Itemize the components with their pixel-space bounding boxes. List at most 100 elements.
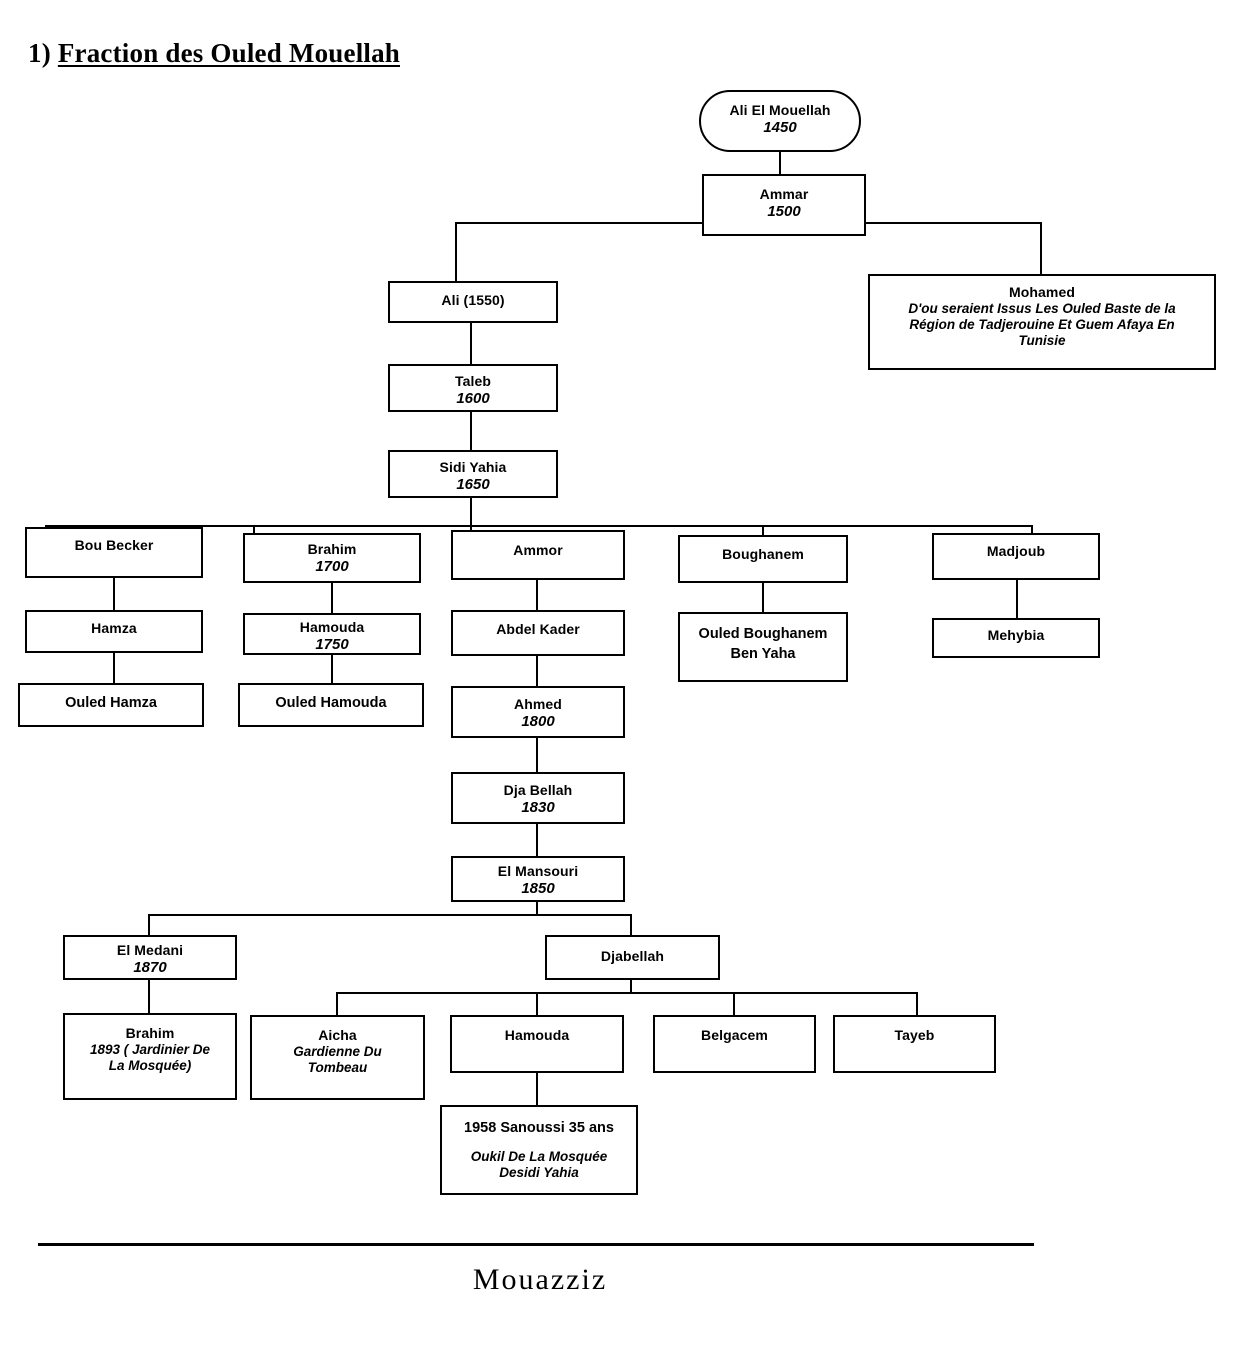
node-year: 1600: [456, 389, 490, 407]
node-line1: 1958 Sanoussi 35 ans: [464, 1120, 614, 1136]
node-sidi-yahia[interactable]: Sidi Yahia 1650: [388, 450, 558, 498]
node-mehybia[interactable]: Mehybia: [932, 618, 1100, 658]
node-name: Dja Bellah: [503, 782, 573, 798]
footer-label: Mouazziz: [472, 1263, 608, 1296]
node-ali-1550[interactable]: Ali (1550): [388, 281, 558, 323]
node-hamza[interactable]: Hamza: [25, 610, 203, 653]
node-name: Ali (1550): [441, 292, 505, 308]
footer-divider: [38, 1243, 1034, 1246]
connector-hamouda-to-sanoussi: [536, 1073, 538, 1105]
connector-ali-to-taleb: [470, 320, 472, 364]
node-abdel-kader[interactable]: Abdel Kader: [451, 610, 625, 656]
node-name: Ouled Hamouda: [275, 695, 387, 711]
connector-taleb-to-sidiyahia: [470, 412, 472, 450]
node-name: Hamza: [91, 620, 137, 636]
node-note-line1: 1893 ( Jardinier De: [89, 1041, 211, 1057]
connector-djabellah-to-elmansouri: [536, 824, 538, 856]
node-name: Brahim: [307, 541, 357, 557]
node-name: Sidi Yahia: [439, 459, 507, 475]
node-mohamed[interactable]: Mohamed D'ou seraient Issus Les Ouled Ba…: [868, 274, 1216, 370]
connector-bus-to-brahim1700: [253, 525, 255, 539]
node-year: 1830: [521, 798, 555, 816]
node-year: 1870: [133, 958, 167, 976]
node-el-mansouri[interactable]: El Mansouri 1850: [451, 856, 625, 902]
node-year: 1850: [521, 879, 555, 897]
node-djabellah[interactable]: Djabellah: [545, 935, 720, 980]
page-title-text: Fraction des Ouled Mouellah: [57, 38, 401, 68]
connector-sidiyahia-stem: [470, 498, 472, 527]
connector-bus-to-madjoub: [1031, 525, 1033, 539]
connector-djabellah2-stem: [630, 980, 632, 994]
connector-bus-to-tayeb: [916, 992, 918, 1015]
connector-bus-to-hamouda: [536, 992, 538, 1015]
node-name-line2: Ben Yaha: [730, 645, 796, 662]
node-dja-bellah[interactable]: Dja Bellah 1830: [451, 772, 625, 824]
node-ammor[interactable]: Ammor: [451, 530, 625, 580]
node-name: Ammar: [759, 186, 809, 202]
node-name: Ahmed: [514, 696, 562, 712]
node-brahim-1700[interactable]: Brahim 1700: [243, 533, 421, 583]
connector-djabellah2-bus: [336, 992, 918, 994]
connector-brahim1700-to-hamouda1750: [331, 583, 333, 613]
connector-elmansouri-bus: [148, 914, 632, 916]
node-line2: Oukil De La Mosquée: [470, 1148, 608, 1164]
connector-madjoub-to-mehybia: [1016, 580, 1018, 618]
node-name: Brahim: [125, 1025, 175, 1041]
node-ouled-hamza[interactable]: Ouled Hamza: [18, 683, 204, 727]
connector-hamza-to-ouledhamza: [113, 653, 115, 683]
node-ammar[interactable]: Ammar 1500: [702, 174, 866, 236]
node-tayeb[interactable]: Tayeb: [833, 1015, 996, 1073]
node-hamouda-1750[interactable]: Hamouda 1750: [243, 613, 421, 655]
node-line3: Desidi Yahia: [499, 1165, 579, 1181]
connector-bus-to-djabellah2: [630, 914, 632, 935]
node-sanoussi[interactable]: 1958 Sanoussi 35 ans Oukil De La Mosquée…: [440, 1105, 638, 1195]
node-ali-el-mouellah[interactable]: Ali El Mouellah 1450: [699, 90, 861, 152]
connector-ammar-left-v: [455, 222, 457, 282]
node-note-line1: Gardienne Du: [293, 1043, 382, 1059]
node-ouled-boughanem-ben-yaha[interactable]: Ouled Boughanem Ben Yaha: [678, 612, 848, 682]
node-ouled-hamouda[interactable]: Ouled Hamouda: [238, 683, 424, 727]
node-note-line2: La Mosquée): [108, 1057, 192, 1073]
node-aicha[interactable]: Aicha Gardienne Du Tombeau: [250, 1015, 425, 1100]
connector-bus-to-boughanem: [762, 525, 764, 539]
node-ahmed[interactable]: Ahmed 1800: [451, 686, 625, 738]
node-bou-becker[interactable]: Bou Becker: [25, 527, 203, 578]
node-year: 1650: [456, 475, 490, 493]
node-name: Madjoub: [986, 543, 1046, 559]
node-name-line1: Ouled Boughanem: [698, 626, 828, 642]
node-note-line2: Région de Tadjerouine Et Guem Afaya En: [909, 316, 1175, 332]
connector-ahmed-to-djabellah: [536, 738, 538, 772]
page-title: 1) Fraction des Ouled Mouellah: [28, 38, 400, 69]
node-note-line2: Tombeau: [307, 1059, 368, 1075]
connector-ammar-right-v: [1040, 222, 1042, 274]
node-name: El Medani: [116, 942, 184, 958]
node-madjoub[interactable]: Madjoub: [932, 533, 1100, 580]
connector-sidiyahia-bus: [45, 525, 1033, 527]
node-taleb[interactable]: Taleb 1600: [388, 364, 558, 412]
node-name: Aicha: [318, 1027, 357, 1043]
connector-ammor-to-abdelkader: [536, 580, 538, 610]
connector-boubecker-to-hamza: [113, 578, 115, 610]
node-el-medani[interactable]: El Medani 1870: [63, 935, 237, 980]
connector-bus-to-aicha: [336, 992, 338, 1015]
connector-root-to-ammar: [779, 152, 781, 174]
node-year: 1800: [521, 712, 555, 730]
node-boughanem[interactable]: Boughanem: [678, 535, 848, 583]
node-name: Hamouda: [299, 619, 365, 635]
connector-abdelkader-to-ahmed: [536, 656, 538, 686]
node-name: Abdel Kader: [496, 621, 580, 637]
node-name: Hamouda: [504, 1027, 570, 1043]
node-note-line1: D'ou seraient Issus Les Ouled Baste de l…: [908, 300, 1176, 316]
node-name: Belgacem: [701, 1027, 768, 1043]
connector-elmansouri-stem: [536, 902, 538, 916]
node-name: Djabellah: [600, 948, 665, 964]
node-brahim-1893[interactable]: Brahim 1893 ( Jardinier De La Mosquée): [63, 1013, 237, 1100]
connector-elmedani-to-brahim1893: [148, 980, 150, 1013]
connector-bus-to-elmedani: [148, 914, 150, 935]
node-name: Mehybia: [987, 627, 1045, 643]
node-belgacem[interactable]: Belgacem: [653, 1015, 816, 1073]
node-name: El Mansouri: [497, 863, 579, 879]
node-name: Taleb: [454, 373, 492, 389]
node-hamouda[interactable]: Hamouda: [450, 1015, 624, 1073]
